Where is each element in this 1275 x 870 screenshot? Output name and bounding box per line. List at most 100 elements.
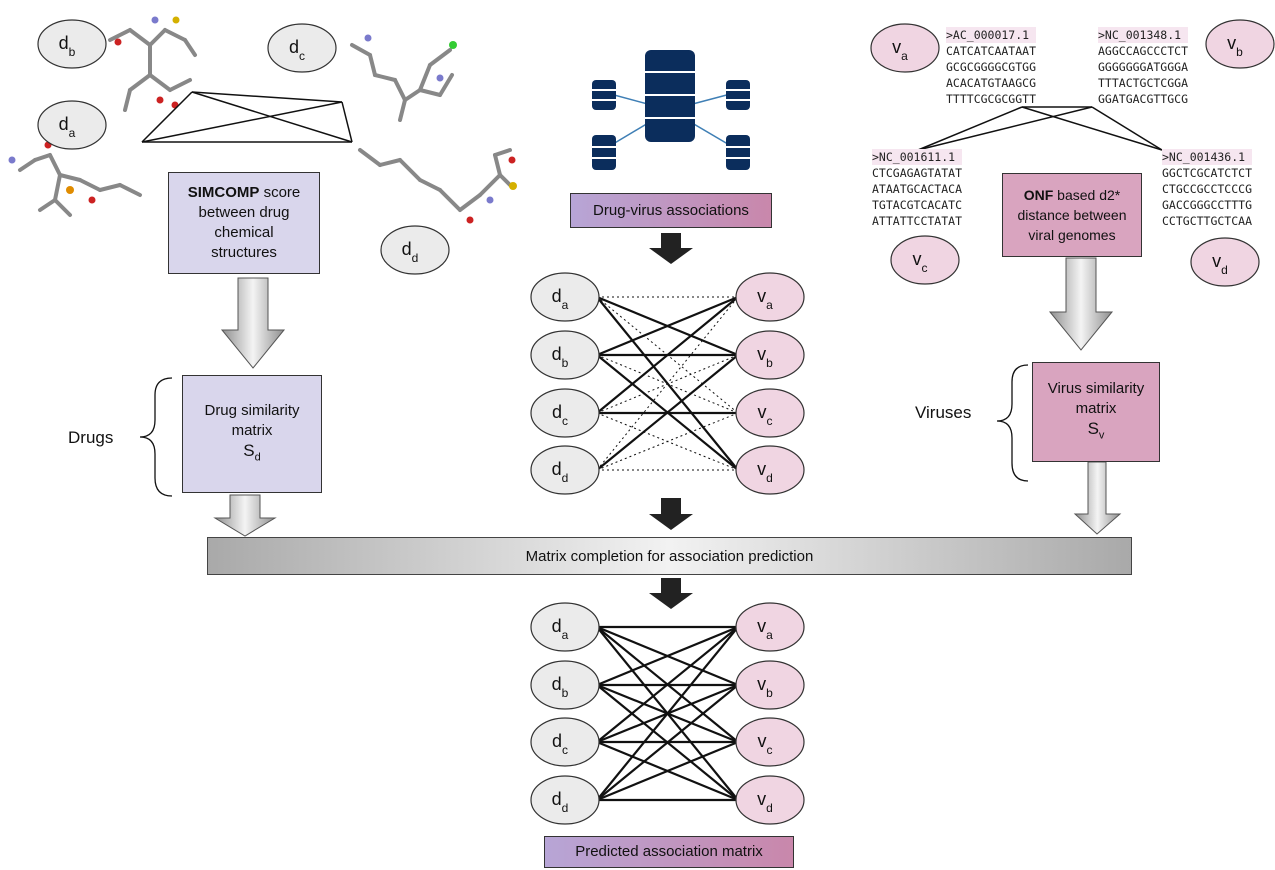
- predicted-label: Predicted association matrix: [575, 843, 763, 860]
- drug-node-a: da: [530, 272, 600, 322]
- molecule-dd-image: [358, 148, 517, 224]
- virus-similarity-links: [917, 106, 1163, 151]
- predicted-virus-node-c-label: vc: [758, 731, 773, 757]
- drug-node-a-label: da: [552, 286, 569, 312]
- genome-virus-node-d: vd: [1190, 237, 1260, 287]
- predicted-virus-node-d: vd: [735, 775, 805, 825]
- sequence-line: GGGGGGGATGGGA: [1098, 60, 1189, 74]
- drug-matrix-line1: Drug similarity: [204, 401, 300, 419]
- molecule-drug-node-b: db: [37, 19, 107, 69]
- drug-node-d: dd: [530, 445, 600, 495]
- virus-node-b-label: vb: [757, 344, 773, 370]
- molecule-drug-node-a: da: [37, 100, 107, 150]
- drug-virus-associations-box: Drug-virus associations: [570, 193, 772, 228]
- sequence-line: TGTACGTCACATC: [872, 198, 963, 212]
- virus-node-c: vc: [735, 388, 805, 438]
- virus-matrix-line2: matrix: [1075, 399, 1117, 417]
- virus-matrix-symbol: S: [1087, 418, 1099, 438]
- onf-line2: distance between: [1017, 207, 1127, 223]
- drugs-brace: [139, 377, 173, 497]
- predicted-virus-node-a-label: va: [757, 616, 773, 642]
- drug-node-c: dc: [530, 388, 600, 438]
- genome-virus-node-c: vc: [890, 235, 960, 285]
- predicted-virus-node-b: vb: [735, 660, 805, 710]
- predicted-association-edge: [596, 625, 739, 687]
- drug-node-d-label: dd: [552, 459, 569, 485]
- sequence-line: GGCTCGCATCTCT: [1162, 166, 1253, 180]
- sequence-line: ATTATTCCTATAT: [872, 214, 963, 228]
- molecule-drug-node-b-label: db: [59, 33, 76, 59]
- drug-node-c-label: dc: [552, 402, 568, 428]
- sequence-line: ATAATGCACTACA: [872, 182, 963, 196]
- simcomp-score-box: SIMCOMP score between drug chemical stru…: [168, 172, 320, 274]
- arrow-drug-matrix-to-completion: [213, 494, 277, 537]
- simcomp-line2: between drug: [198, 204, 290, 221]
- sequence-block-d: >NC_001436.1 GGCTCGCATCTCT CTGCCGCCTCCCG…: [1162, 149, 1253, 229]
- molecule-da-image: [8, 141, 142, 217]
- drug-node-b-label: db: [552, 344, 569, 370]
- predicted-drug-node-a: da: [530, 602, 600, 652]
- sequence-line: CTGCCGCCTCCCG: [1162, 182, 1253, 196]
- molecule-drug-node-c: dc: [267, 23, 337, 73]
- predicted-virus-node-a: va: [735, 602, 805, 652]
- virus-matrix-line1: Virus similarity: [1047, 379, 1145, 397]
- genome-virus-node-a-label: va: [892, 37, 908, 63]
- drugs-label: Drugs: [68, 428, 114, 447]
- sequence-line: ACACATGTAAGCG: [946, 76, 1037, 90]
- sequence-line: CATCATCAATAAT: [946, 44, 1037, 58]
- sequence-header: >AC_000017.1: [946, 27, 1037, 43]
- molecule-drug-node-c-label: dc: [289, 37, 305, 63]
- predicted-drug-node-c: dc: [530, 717, 600, 767]
- onf-bold: ONF: [1023, 187, 1054, 203]
- virus-node-b: vb: [735, 330, 805, 380]
- candidate-association-edge: [596, 412, 739, 471]
- genome-virus-node-c-label: vc: [913, 249, 928, 275]
- drug-matrix-line2: matrix: [231, 421, 273, 439]
- sequence-line: TTTTCGCGCGGTT: [946, 92, 1037, 106]
- sequence-block-b: >NC_001348.1 AGGCCAGCCCTCT GGGGGGGATGGGA…: [1098, 27, 1189, 107]
- arrow-virus-matrix-to-completion: [1073, 461, 1122, 535]
- predicted-drug-node-c-label: dc: [552, 731, 568, 757]
- predicted-drug-node-d: dd: [530, 775, 600, 825]
- viruses-label: Viruses: [915, 403, 972, 422]
- viruses-brace: [996, 364, 1029, 482]
- predicted-association-edge: [596, 740, 739, 802]
- sequence-line: AGGCCAGCCCTCT: [1098, 44, 1189, 58]
- virus-node-a-label: va: [757, 286, 773, 312]
- drug-matrix-symbol: S: [243, 440, 255, 460]
- onf-rest: based d2*: [1053, 187, 1121, 203]
- predicted-association-edge: [596, 684, 739, 801]
- database-icon: [592, 50, 750, 170]
- simcomp-score-word: score: [259, 184, 301, 201]
- sequence-line: CCTGCTTGCTCAA: [1162, 214, 1253, 228]
- arrow-simcomp-to-drug-matrix: [220, 277, 286, 369]
- virus-node-a: va: [735, 272, 805, 322]
- known-association-edge: [596, 354, 739, 471]
- known-association-edge: [596, 295, 739, 357]
- sequence-block-c: >NC_001611.1 CTCGAGAGTATAT ATAATGCACTACA…: [872, 149, 963, 229]
- predicted-association-edge: [596, 626, 739, 801]
- predicted-virus-node-b-label: vb: [757, 674, 773, 700]
- virus-node-d: vd: [735, 445, 805, 495]
- sequence-line: TTTACTGCTCGGA: [1098, 76, 1189, 90]
- virus-matrix-sub: v: [1098, 429, 1105, 442]
- molecule-drug-node-d: dd: [380, 225, 450, 275]
- simcomp-line3: chemical: [214, 224, 274, 241]
- sequence-line: GCGCGGGGCGTGG: [946, 60, 1037, 74]
- genome-virus-node-d-label: vd: [1212, 251, 1228, 277]
- drug-matrix-sub: d: [254, 451, 261, 464]
- genome-virus-node-a: va: [870, 23, 940, 73]
- drug-similarity-links: [141, 91, 353, 143]
- sequence-header: >NC_001348.1: [1098, 27, 1189, 43]
- arrow-to-completion-center: [649, 498, 693, 530]
- virus-node-c-label: vc: [758, 402, 773, 428]
- arrow-onf-to-virus-matrix: [1048, 257, 1114, 351]
- molecule-dc-image: [350, 34, 457, 122]
- sequence-line: GGATGACGTTGCG: [1098, 92, 1189, 106]
- predicted-virus-node-c: vc: [735, 717, 805, 767]
- associations-label: Drug-virus associations: [593, 201, 749, 219]
- sequence-block-a: >AC_000017.1 CATCATCAATAAT GCGCGGGGCGTGG…: [946, 27, 1037, 107]
- genome-virus-node-b: vb: [1205, 19, 1275, 69]
- completion-label: Matrix completion for association predic…: [525, 547, 814, 565]
